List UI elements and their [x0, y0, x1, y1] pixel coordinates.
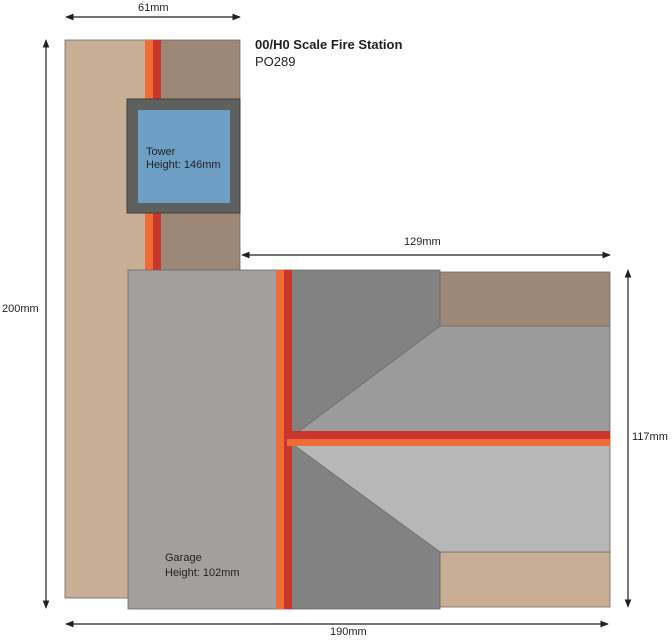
dim-label-wing-length: 129mm — [404, 236, 441, 248]
wing-ridge-orange — [287, 439, 610, 446]
wing-front-wall — [439, 551, 611, 608]
wing-back-roof — [439, 271, 611, 327]
diagram-title: 00/H0 Scale Fire Station — [255, 37, 403, 52]
tower-top-glass — [138, 110, 230, 203]
tower-name-label: Tower — [146, 146, 176, 158]
dim-label-total-width: 190mm — [330, 626, 367, 638]
product-code: PO289 — [255, 54, 296, 69]
garage-roof-flat — [127, 269, 289, 610]
dim-label-wing-width: 117mm — [632, 431, 668, 443]
wing-ridge-red — [287, 431, 610, 439]
garage-height-label: Height: 102mm — [165, 567, 240, 579]
dim-label-total-height: 200mm — [2, 303, 39, 315]
tower-height-label: Height: 146mm — [146, 159, 221, 171]
garage-name-label: Garage — [165, 552, 202, 564]
dim-label-tower-width: 61mm — [138, 2, 169, 14]
garage-ridge-orange — [276, 270, 284, 609]
